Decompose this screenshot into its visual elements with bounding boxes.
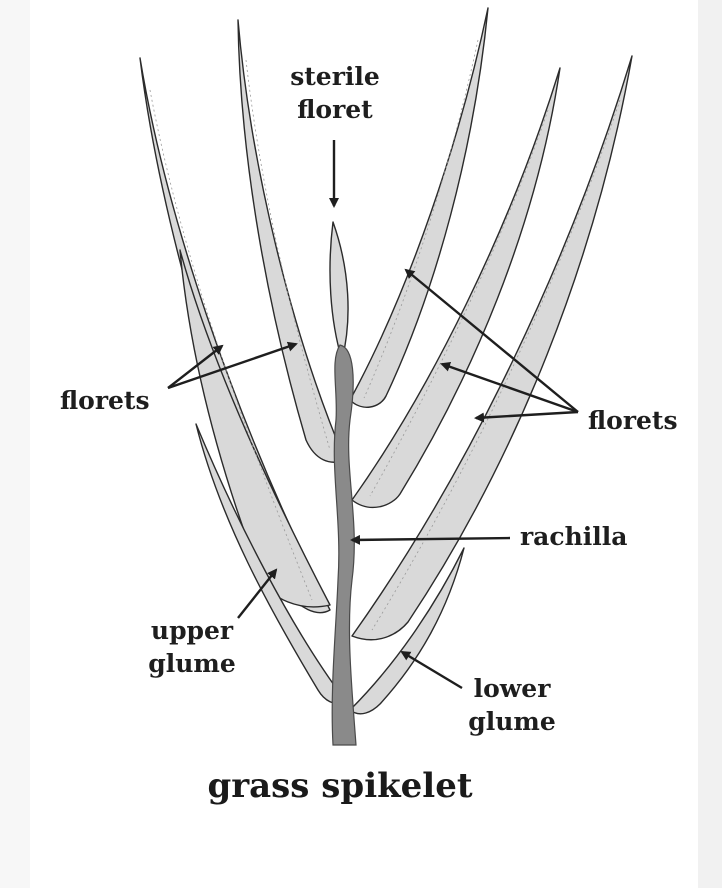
label-upper-glume: upper glume: [140, 614, 244, 680]
label-sterile-floret: sterile floret: [268, 60, 402, 126]
label-florets-right: florets: [588, 404, 678, 437]
arrow-rachilla: [352, 538, 510, 540]
label-sterile-floret-line2: floret: [268, 93, 402, 126]
rachilla-shape: [332, 345, 356, 745]
label-upper-glume-line1: upper: [140, 614, 244, 647]
arrow-florets-left-b: [168, 344, 296, 388]
sterile-floret-shape: [330, 222, 348, 360]
label-lower-glume-line2: glume: [460, 705, 564, 738]
label-sterile-floret-line1: sterile: [268, 60, 402, 93]
label-lower-glume-line1: lower: [460, 672, 564, 705]
label-upper-glume-line2: glume: [140, 647, 244, 680]
diagram-caption: grass spikelet: [200, 766, 480, 806]
label-florets-left: florets: [60, 384, 150, 417]
label-rachilla: rachilla: [520, 520, 627, 553]
label-lower-glume: lower glume: [460, 672, 564, 738]
arrow-lower-glume: [402, 652, 462, 688]
